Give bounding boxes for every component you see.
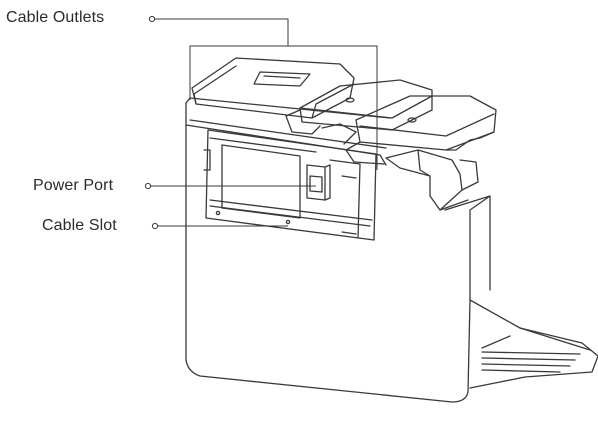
callout-dots (144, 15, 159, 230)
power-port-dot (144, 182, 152, 190)
right-top-module (345, 95, 497, 165)
cable-outlets-leader (155, 18, 289, 46)
left-top-module (191, 57, 355, 119)
ramp-base (469, 299, 598, 389)
callout-lines (151, 18, 378, 227)
cable-slot-dot (151, 222, 159, 230)
cable-outlets-dot (148, 15, 156, 23)
cable-outlets-label: Cable Outlets (6, 9, 105, 26)
side-housing (385, 149, 479, 211)
cable-outlets-bracket (189, 45, 378, 170)
main-body (185, 97, 491, 403)
port-panel (203, 129, 377, 241)
power-port-label: Power Port (33, 177, 114, 194)
middle-top-module (285, 79, 433, 145)
cable-slot-label: Cable Slot (42, 217, 117, 234)
